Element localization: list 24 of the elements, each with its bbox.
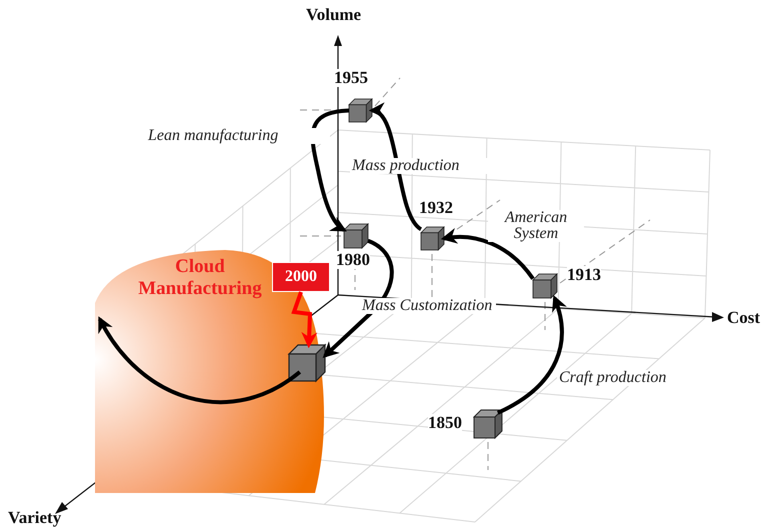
axis-label: Cost [727,308,760,328]
edge-label: Mass Customization [360,298,496,314]
year-label: 1932 [419,199,453,217]
year-callout: 2000 [272,262,330,292]
cube [349,99,372,122]
cube [421,227,444,250]
arrow [98,316,301,404]
arrow [310,108,350,232]
cube [533,274,557,298]
year-label: 1980 [336,251,370,269]
edge-label: American System [488,210,584,242]
callout-pointer [291,291,318,348]
year-label: 1955 [334,69,368,87]
axis-label: Variety [8,508,62,527]
year-label: 1850 [428,414,462,432]
edge-label: Lean manufacturing [146,128,330,144]
cube [344,224,368,248]
arrow [496,294,566,415]
arrow [440,228,535,280]
arrow [322,238,394,358]
cube [289,345,325,381]
region-title: Cloud Manufacturing [137,256,263,300]
axis-label: Volume [306,5,362,25]
cube [474,410,502,438]
